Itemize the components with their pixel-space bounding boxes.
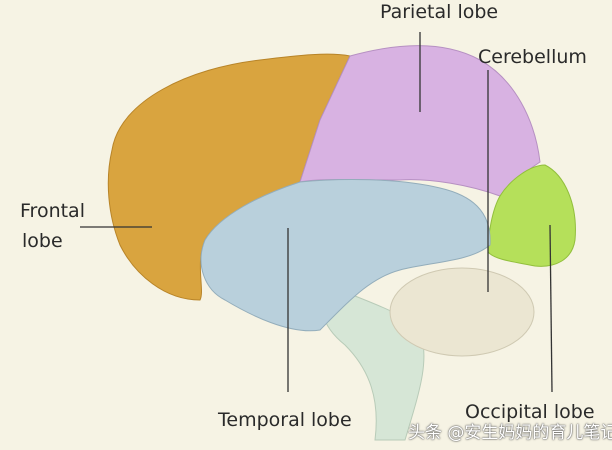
parietal-lobe-label: Parietal lobe bbox=[380, 1, 499, 23]
watermark: 头条 @安生妈妈的育儿笔记 bbox=[408, 423, 612, 443]
temporal-lobe-label: Temporal lobe bbox=[218, 409, 352, 431]
frontal-lobe-label-line1: Frontal bbox=[20, 200, 85, 222]
cerebellum-label: Cerebellum bbox=[478, 46, 587, 68]
occipital-lobe-label: Occipital lobe bbox=[465, 401, 595, 423]
cerebellum-region bbox=[389, 267, 535, 357]
occipital-leader-line bbox=[549, 224, 553, 393]
temporal-lobe-region bbox=[200, 179, 491, 332]
frontal-lobe-label-line2: lobe bbox=[22, 230, 63, 252]
